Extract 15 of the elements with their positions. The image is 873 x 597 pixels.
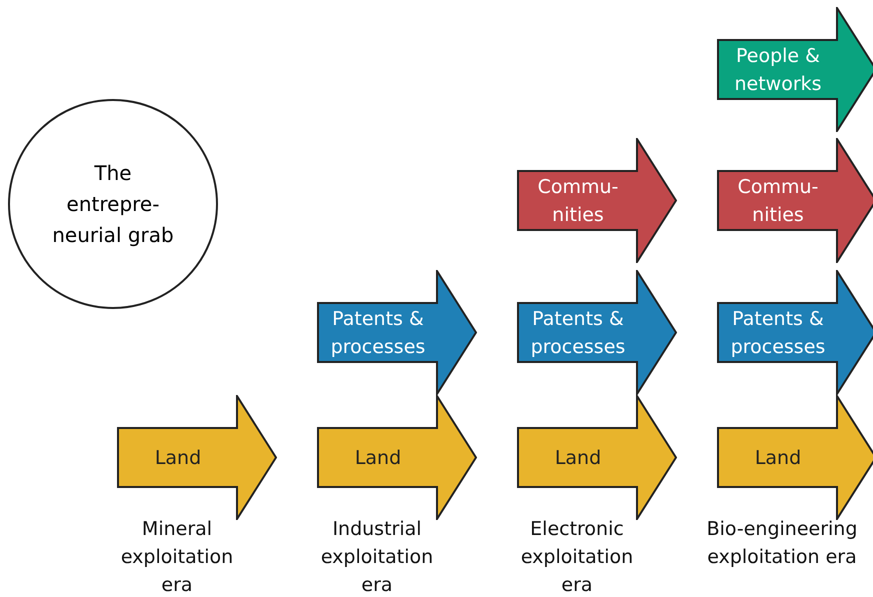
pointer-tag: Land (317, 395, 477, 520)
pointer-tag: Patents & processes (317, 270, 477, 395)
era-label: Electronic exploitation era (520, 517, 634, 597)
era-label: Bio-engineering exploitation era (706, 517, 858, 570)
pointer-tag: Commu- nities (717, 138, 873, 263)
pointer-tag: Commu- nities (517, 138, 677, 263)
era-label: Mineral exploitation era (120, 517, 234, 597)
pointer-tag: Patents & processes (517, 270, 677, 395)
pointer-tag: Land (717, 395, 873, 520)
pointer-tag: Land (517, 395, 677, 520)
circle-node: The entrepre- neurial grab (8, 99, 218, 309)
pointer-tag: People & networks (717, 7, 873, 132)
pointer-tag: Patents & processes (717, 270, 873, 395)
pointer-tag: Land (117, 395, 277, 520)
era-label: Industrial exploitation era (320, 517, 434, 597)
